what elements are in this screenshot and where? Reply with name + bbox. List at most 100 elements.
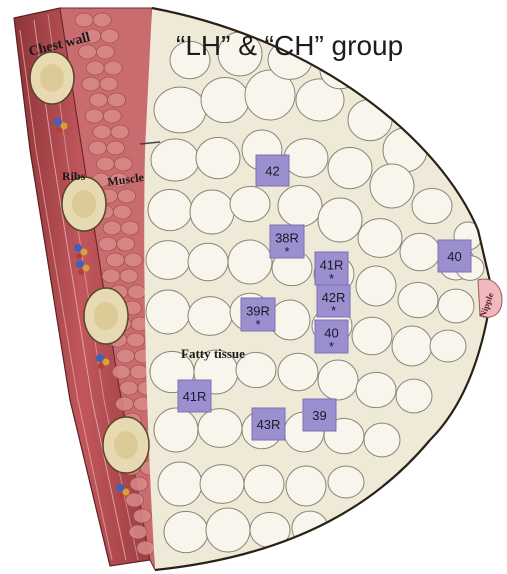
muscle-fiber <box>116 397 134 411</box>
muscle-fiber <box>128 285 146 299</box>
fat-lobule <box>318 360 358 400</box>
muscle-fiber <box>86 61 104 75</box>
muscle-fiber <box>93 125 111 139</box>
fat-lobule <box>356 372 396 407</box>
fat-lobule <box>188 297 232 336</box>
fat-lobule <box>146 290 190 334</box>
muscle-fiber <box>121 221 139 235</box>
muscle-fiber <box>117 237 135 251</box>
muscle-fiber <box>75 13 93 27</box>
muscle-fiber <box>114 157 132 171</box>
fat-lobule <box>200 465 244 504</box>
marker-41Rb: 41R <box>178 380 211 412</box>
muscle-fiber <box>107 141 125 155</box>
significance-star: * <box>329 339 334 354</box>
ribs-label: Ribs <box>62 169 86 183</box>
fat-lobule <box>364 423 400 457</box>
muscle-fiber <box>118 189 136 203</box>
muscle-fiber <box>116 349 134 363</box>
muscle-fiber <box>120 381 138 395</box>
muscle-fiber <box>133 509 151 523</box>
fat-lobule <box>278 353 318 391</box>
muscle-fiber <box>127 333 145 347</box>
diagram-title: “LH” & “CH” group <box>176 30 496 62</box>
fat-lobule <box>196 137 240 178</box>
fat-lobule <box>400 233 440 271</box>
muscle-fiber <box>85 109 103 123</box>
significance-star: * <box>255 317 260 332</box>
muscle-fiber <box>120 269 138 283</box>
muscle-fiber <box>106 253 124 267</box>
marker-label: 42 <box>265 164 279 179</box>
rib-3 <box>84 288 128 344</box>
fat-lobule <box>154 408 198 452</box>
muscle-fiber <box>101 29 119 43</box>
fat-lobule <box>370 164 414 208</box>
fat-lobule <box>201 77 249 122</box>
fat-lobule <box>438 289 474 323</box>
marker-label: 41R <box>183 389 207 404</box>
marker-40a: 40 <box>438 240 471 272</box>
muscle-fiber <box>89 141 107 155</box>
muscle-fiber <box>130 365 148 379</box>
fat-lobule <box>230 186 270 221</box>
fat-lobule <box>146 241 190 280</box>
muscle-fiber <box>93 13 111 27</box>
muscle-fiber <box>82 77 100 91</box>
muscle-fiber <box>137 541 155 555</box>
fat-lobule <box>328 466 364 498</box>
fat-lobule <box>284 139 328 178</box>
fat-lobule <box>154 87 206 133</box>
fat-lobule <box>430 330 466 362</box>
marker-39R: 39R* <box>241 298 275 332</box>
fat-lobule <box>412 188 452 223</box>
muscle-fiber <box>90 93 108 107</box>
muscle-fiber <box>111 125 129 139</box>
marker-label: 43R <box>257 417 281 432</box>
fat-lobule <box>352 317 392 355</box>
muscle-fiber <box>126 493 144 507</box>
muscle-fiber <box>99 237 117 251</box>
fat-lobule <box>278 185 322 226</box>
muscle-fiber <box>102 269 120 283</box>
fat-lobule <box>148 189 192 230</box>
muscle-fiber <box>113 205 131 219</box>
fat-lobule <box>328 147 372 188</box>
muscle-fiber <box>104 61 122 75</box>
fat-lobule <box>206 508 250 552</box>
fat-lobule <box>190 190 234 234</box>
muscle-fiber <box>103 221 121 235</box>
fat-lobule <box>158 462 202 506</box>
muscle-fiber <box>103 109 121 123</box>
fat-lobule <box>292 511 328 545</box>
fat-lobule <box>164 511 208 552</box>
muscle-fiber <box>129 525 147 539</box>
fat-lobule <box>398 282 438 317</box>
marker-label: 39 <box>312 408 326 423</box>
muscle-fiber <box>130 477 148 491</box>
rib-1 <box>30 52 74 104</box>
significance-star: * <box>331 303 336 318</box>
fat-lobule <box>358 219 402 258</box>
fat-lobule <box>198 409 242 448</box>
marker-43R: 43R <box>252 408 285 440</box>
fat-lobule <box>188 243 228 281</box>
fat-lobule <box>318 198 362 242</box>
fat-lobule <box>286 466 326 506</box>
muscle-fiber <box>124 253 142 267</box>
marker-42R: 42R* <box>317 285 350 318</box>
fat-lobule <box>151 139 199 181</box>
fat-lobule <box>392 326 432 366</box>
fat-lobule <box>348 99 392 140</box>
significance-star: * <box>329 271 334 286</box>
marker-39: 39 <box>303 399 336 431</box>
fat-lobule <box>356 266 396 306</box>
marker-42: 42 <box>256 155 289 186</box>
marker-40b: 40* <box>315 320 348 354</box>
fat-lobule <box>244 465 284 503</box>
muscle-fiber <box>112 365 130 379</box>
marker-41Ra: 41R* <box>315 252 348 286</box>
rib-2 <box>62 177 106 231</box>
